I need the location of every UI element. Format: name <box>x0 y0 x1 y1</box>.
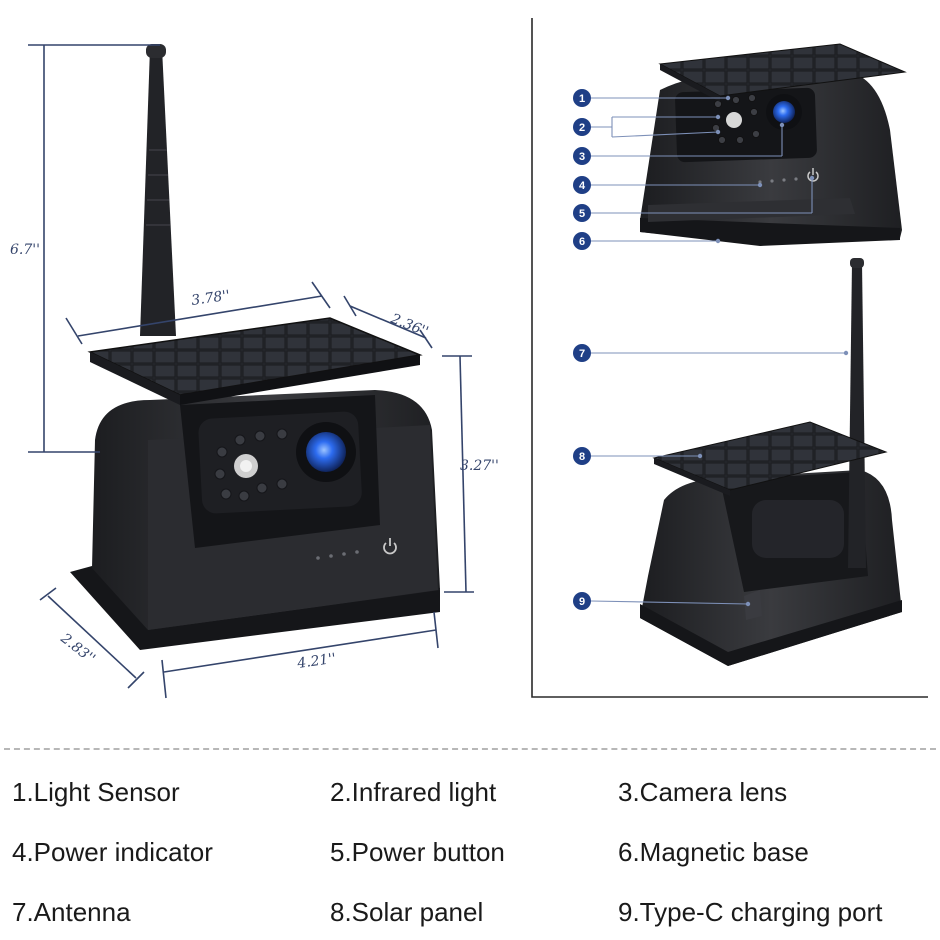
callout-badges: 1 2 3 4 5 6 7 8 9 <box>573 89 591 610</box>
svg-text:9: 9 <box>579 596 585 608</box>
callout-5: 5 <box>573 204 591 222</box>
callout-6: 6 <box>573 232 591 250</box>
legend-item-antenna: 7.Antenna <box>12 897 131 927</box>
svg-text:4: 4 <box>579 180 586 192</box>
callout-1: 1 <box>573 89 591 107</box>
svg-text:5: 5 <box>579 208 585 220</box>
main-ir-cluster <box>214 428 288 502</box>
svg-text:3: 3 <box>579 151 585 163</box>
callout-8: 8 <box>573 447 591 465</box>
detail-light-sensor <box>726 112 742 128</box>
dim-width-top: 3.78'' <box>190 288 231 309</box>
svg-text:7: 7 <box>579 348 585 360</box>
svg-text:6: 6 <box>579 236 585 248</box>
parts-legend: 1.Light Sensor 2.Infrared light 3.Camera… <box>0 765 940 935</box>
legend-item-camera-lens: 3.Camera lens <box>618 777 788 807</box>
detail-antenna <box>848 262 866 568</box>
detail-device-front <box>640 43 907 246</box>
detail-typec-port <box>744 590 762 620</box>
detail-device-back <box>640 258 902 666</box>
callout-3: 3 <box>573 147 591 165</box>
dim-height-total: 6.7'' <box>10 242 40 258</box>
legend-item-solar-panel: 8.Solar panel <box>330 897 484 927</box>
main-device <box>70 44 440 650</box>
dim-height-body: 3.27'' <box>460 458 499 474</box>
callout-4: 4 <box>573 176 591 194</box>
svg-text:1: 1 <box>579 93 585 105</box>
legend-item-typec-port: 9.Type-C charging port <box>618 897 883 927</box>
svg-text:2: 2 <box>579 122 585 134</box>
dimension-lines <box>28 44 474 699</box>
svg-text:8: 8 <box>579 451 585 463</box>
detail-frame <box>531 18 928 698</box>
main-camera-lens <box>306 432 346 472</box>
legend-item-power-indicator: 4.Power indicator <box>12 837 213 867</box>
dim-depth-base: 2.83'' <box>57 630 98 667</box>
legend-item-power-button: 5.Power button <box>330 837 505 867</box>
legend-item-magnetic-base: 6.Magnetic base <box>618 837 809 867</box>
dim-depth-top: 2.36'' <box>388 310 431 340</box>
dim-width-base: 4.21'' <box>295 651 337 672</box>
callout-7: 7 <box>573 344 591 362</box>
legend-item-infrared-light: 2.Infrared light <box>330 777 497 807</box>
main-antenna <box>140 48 176 336</box>
callout-leaders <box>590 97 846 605</box>
callout-2: 2 <box>573 118 591 136</box>
callout-9: 9 <box>573 592 591 610</box>
legend-item-light-sensor: 1.Light Sensor <box>12 777 180 807</box>
dashed-divider <box>4 748 936 750</box>
camera-diagram: 6.7'' 3.78'' 2.36'' 3.27'' 2.83'' 4.21'' <box>10 18 928 699</box>
detail-camera-lens <box>773 101 795 123</box>
